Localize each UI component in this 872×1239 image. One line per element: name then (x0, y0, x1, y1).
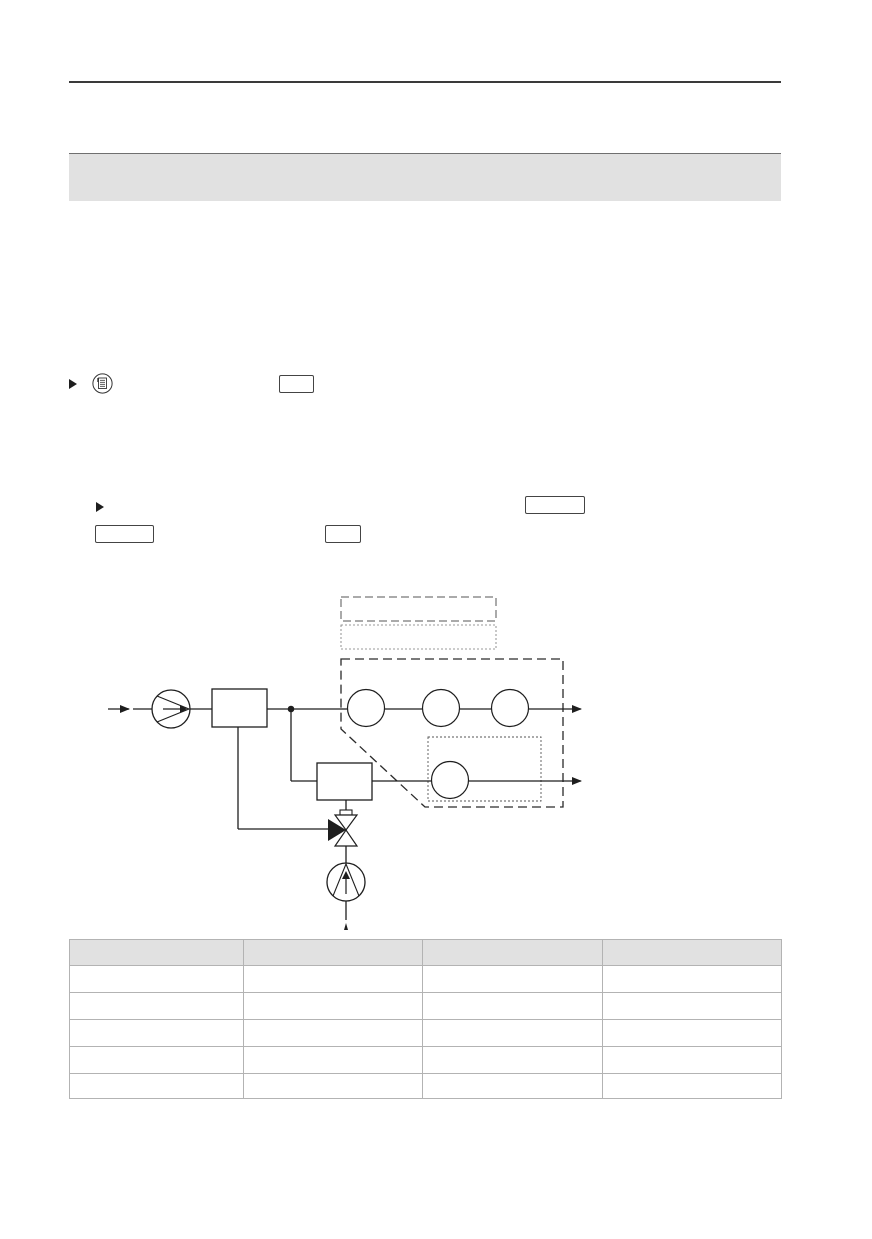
stage-circle (346, 688, 386, 728)
section-title-band (69, 153, 781, 201)
table-cell (69, 1046, 244, 1074)
table-cell (243, 965, 423, 993)
column-header (422, 939, 603, 966)
valve-icon (328, 814, 359, 847)
key-button (95, 525, 154, 543)
table-cell (602, 1073, 782, 1099)
column-header (602, 939, 782, 966)
table-cell (422, 992, 603, 1020)
table-row (69, 965, 782, 993)
table-cell (243, 1046, 423, 1074)
stage-circle (490, 688, 530, 728)
table-cell (602, 965, 782, 993)
key-button (325, 525, 361, 543)
legend-dotted-box (340, 624, 497, 650)
process-block (211, 688, 268, 728)
table-cell (602, 1019, 782, 1047)
table-row (69, 992, 782, 1020)
table-cell (69, 965, 244, 993)
data-table (69, 939, 782, 1099)
pump-icon (151, 689, 191, 729)
header-rule (69, 81, 781, 83)
manual-book-icon (92, 373, 113, 394)
table-cell (243, 1019, 423, 1047)
zoom-enclosure (340, 658, 564, 808)
table-row (69, 1073, 782, 1099)
column-header (243, 939, 423, 966)
stage-circle (430, 760, 470, 800)
table-cell (422, 1073, 603, 1099)
column-header (69, 939, 244, 966)
stage-circle (421, 688, 461, 728)
inner-dotted-box (427, 736, 542, 802)
table-cell (602, 1046, 782, 1074)
table-cell (422, 1046, 603, 1074)
table-cell (69, 1073, 244, 1099)
table-cell (602, 992, 782, 1020)
table-cell (243, 1073, 423, 1099)
table-cell (69, 1019, 244, 1047)
step-bullet-icon (69, 379, 77, 389)
table-cell (69, 992, 244, 1020)
process-block (316, 762, 373, 801)
key-button (279, 375, 314, 393)
pump-icon (326, 862, 366, 902)
table-row (69, 1046, 782, 1074)
table-cell (243, 992, 423, 1020)
table-row (69, 1019, 782, 1047)
key-button (525, 496, 585, 514)
table-header-row (69, 939, 782, 966)
flow-arrow-icon (344, 923, 348, 930)
table-cell (422, 1019, 603, 1047)
table-cell (422, 965, 603, 993)
step-bullet-icon (96, 502, 104, 512)
legend-dashed-box (340, 596, 497, 622)
